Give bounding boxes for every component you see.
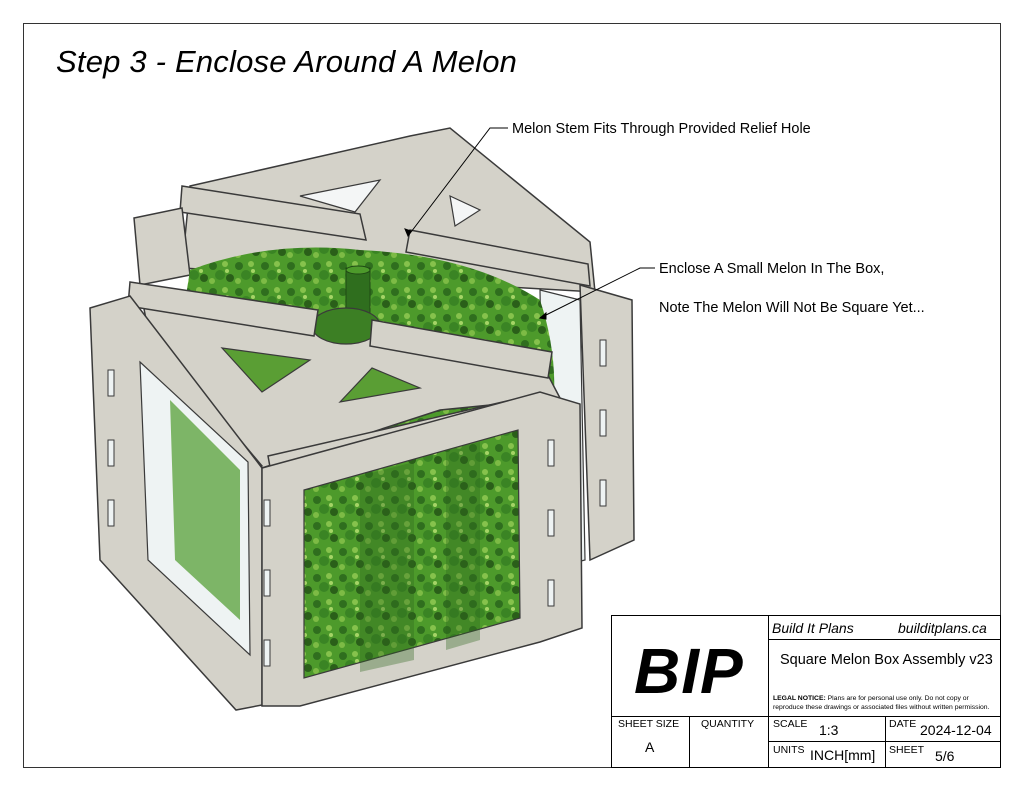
company-website: builditplans.ca [898, 620, 987, 636]
date-cell: DATE 2024-12-04 [886, 716, 1000, 742]
units-cell: UNITS INCH[mm] [769, 742, 886, 768]
scale-value: 1:3 [819, 722, 839, 738]
title-block: BIP Build It Plans builditplans.ca Squar… [611, 615, 1001, 768]
sheet-size-value: A [645, 739, 655, 755]
front-face [107, 339, 607, 707]
legal-notice: LEGAL NOTICE: Plans are for personal use… [773, 695, 990, 711]
company-name: Build It Plans [772, 620, 854, 636]
callout-stem: Melon Stem Fits Through Provided Relief … [512, 121, 811, 137]
scale-cell: SCALE 1:3 [769, 716, 886, 742]
sheet-size-cell: SHEET SIZE A [612, 716, 690, 768]
left-face [89, 295, 263, 711]
sheet-value: 5/6 [935, 748, 955, 764]
company-logo: BIP [634, 635, 744, 707]
sheet-cell: SHEET 5/6 [889, 744, 955, 764]
logo-cell: BIP [612, 616, 769, 717]
callout-note: Note The Melon Will Not Be Square Yet... [659, 300, 925, 316]
callout-enclose: Enclose A Small Melon In The Box, [659, 261, 885, 277]
sheet-border [23, 23, 1001, 768]
quantity-cell: QUANTITY [690, 716, 769, 768]
page-title: Step 3 - Enclose Around A Melon [56, 44, 518, 79]
date-value: 2024-12-04 [920, 722, 992, 738]
leader-lines [404, 127, 655, 320]
assembly-name: Square Melon Box Assembly v23 [780, 652, 993, 668]
units-value: INCH[mm] [810, 747, 876, 763]
company-cell [769, 616, 1000, 640]
